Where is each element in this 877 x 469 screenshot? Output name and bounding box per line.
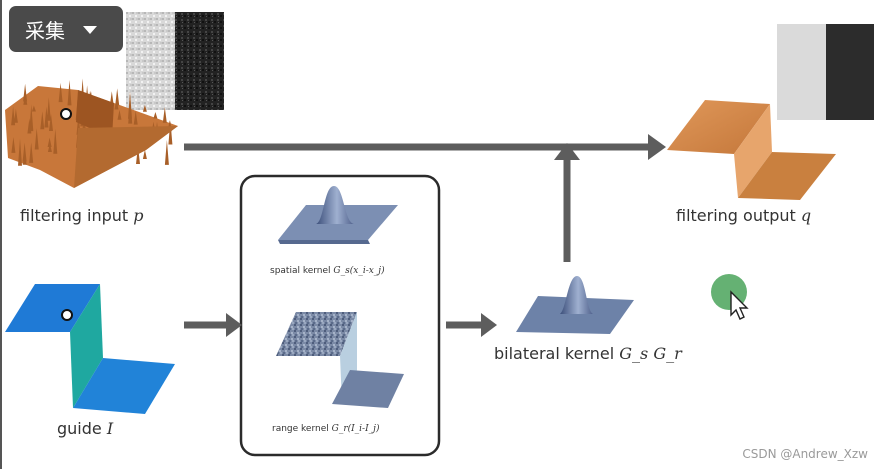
output-thumbnail [777, 24, 874, 120]
input-thumbnail [126, 12, 224, 110]
range-kernel-label: range kernel G_r(I_i-I_j) [272, 424, 379, 434]
output-surface [667, 100, 836, 200]
range-kernel-math: G_r(I_i-I_j) [331, 424, 380, 434]
guide-label: guide I [57, 419, 113, 438]
filtering-input-var: p [133, 206, 144, 225]
window-edge [0, 0, 2, 469]
capture-dropdown-button[interactable]: 采集 [9, 6, 123, 52]
chevron-down-icon [83, 26, 97, 34]
bilateral-kernel-text: bilateral kernel [494, 344, 615, 363]
spatial-kernel-text: spatial kernel [270, 266, 331, 276]
guide-var: I [106, 419, 114, 438]
arrow-head-bilateral [481, 313, 497, 337]
filtering-input-text: filtering input [20, 206, 129, 225]
bilateral-kernel-label: bilateral kernel G_s G_r [494, 344, 682, 363]
arrow-heads [226, 134, 666, 337]
input-surface [5, 78, 178, 188]
filtering-output-label: filtering output q [676, 206, 811, 225]
arrow-head-up [554, 143, 580, 160]
flow-arrows [184, 143, 652, 329]
filtering-output-var: q [800, 206, 812, 225]
mouse-cursor-icon [730, 290, 749, 320]
arrow-head-kernels [226, 313, 242, 337]
range-kernel-text: range kernel [272, 424, 329, 434]
guide-text: guide [57, 419, 102, 438]
filtering-input-label: filtering input p [20, 206, 144, 225]
arrow-head-output [648, 134, 666, 160]
range-kernel-surface [276, 312, 404, 408]
spatial-kernel-surface [278, 186, 398, 244]
spatial-kernel-math: G_s(x_i-x_j) [333, 266, 385, 276]
bilateral-kernel-surface [516, 276, 634, 334]
bilateral-kernel-math: G_s G_r [619, 344, 682, 363]
spatial-kernel-label: spatial kernel G_s(x_i-x_j) [270, 266, 385, 276]
guide-surface [5, 284, 175, 414]
capture-label: 采集 [25, 18, 65, 43]
watermark: CSDN @Andrew_Xzw [742, 447, 868, 461]
filtering-output-text: filtering output [676, 206, 796, 225]
